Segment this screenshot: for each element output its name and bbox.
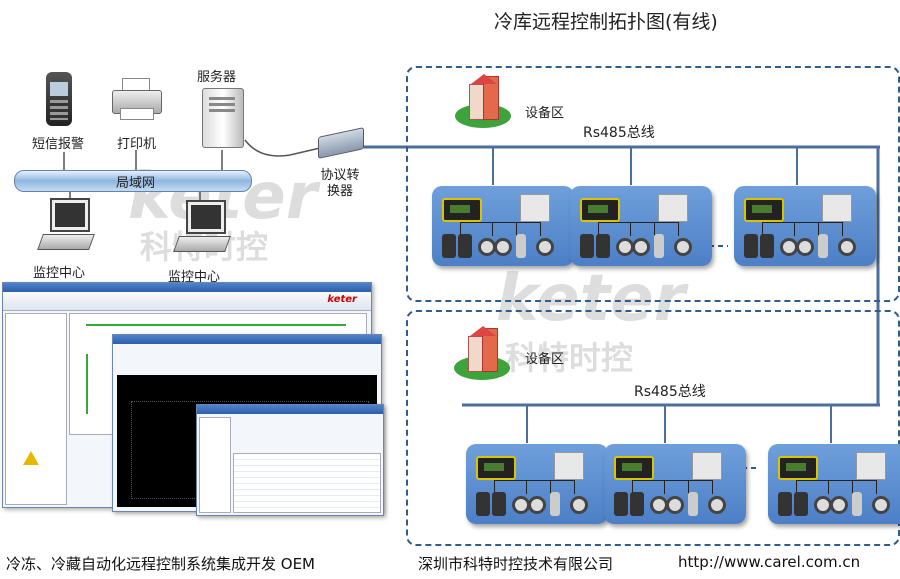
toolbar: keter	[3, 292, 371, 311]
sms-alarm-label: 短信报警	[32, 137, 85, 152]
brand-watermark-cn-2: 科特时控	[505, 339, 634, 377]
controller-panel	[466, 444, 608, 524]
brand-watermark-2: keter	[496, 262, 686, 336]
bus-drop	[526, 405, 528, 443]
controller-panel	[768, 444, 900, 524]
rs485-bus-label-2: Rs485总线	[634, 384, 706, 400]
building-icon	[454, 326, 510, 382]
monitor-center-label-1: 监控中心	[33, 266, 86, 281]
protocol-converter-text: 协议转换器	[320, 168, 360, 199]
bus-drop	[664, 405, 666, 443]
device-list	[199, 417, 231, 513]
footer-company: 深圳市科特时控技术有限公司	[418, 555, 614, 573]
footer-url[interactable]: http://www.carel.com.cn	[678, 553, 861, 571]
window-titlebar	[113, 335, 381, 344]
bus-drop	[796, 147, 798, 185]
building-icon	[455, 74, 511, 130]
computer-icon	[173, 200, 231, 252]
equipment-zone-2	[406, 310, 900, 546]
lan-label: 局域网	[116, 176, 156, 191]
monitor-center-label-2: 监控中心	[168, 270, 221, 285]
phone-icon	[46, 72, 72, 126]
footer-slogan: 冷冻、冷藏自动化远程控制系统集成开发 OEM	[6, 555, 315, 573]
bus-drop	[630, 147, 632, 185]
printer-icon	[112, 78, 162, 120]
server-label: 服务器	[197, 70, 237, 85]
lan-bus	[14, 170, 252, 192]
equipment-zone-label-2: 设备区	[525, 352, 565, 367]
equipment-zone-1	[406, 66, 900, 302]
detail-table	[233, 453, 381, 513]
controller-panel	[734, 186, 876, 266]
protocol-converter-label: 协议转换器	[318, 168, 362, 200]
window-titlebar	[3, 283, 371, 292]
software-window-detail	[196, 404, 384, 516]
controller-panel	[432, 186, 574, 266]
controller-panel	[604, 444, 746, 524]
server-icon	[202, 88, 244, 148]
bus-drop	[492, 147, 494, 185]
computer-icon	[37, 198, 95, 250]
tree-panel	[5, 313, 67, 505]
rs485-bus-label-1: Rs485总线	[583, 125, 655, 141]
alarm-icon	[23, 451, 39, 465]
equipment-zone-label-1: 设备区	[525, 106, 565, 121]
printer-label: 打印机	[117, 137, 157, 152]
bus-drop	[830, 405, 832, 443]
software-logo: keter	[327, 294, 357, 305]
controller-panel	[570, 186, 712, 266]
window-titlebar	[197, 405, 383, 414]
diagram-title: 冷库远程控制拓扑图(有线)	[494, 11, 718, 33]
